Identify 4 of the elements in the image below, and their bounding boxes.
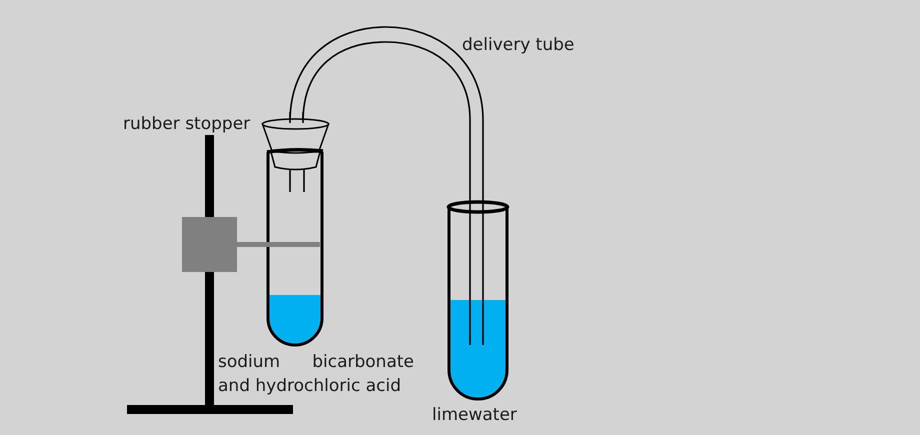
part-label: rubber stopper (123, 113, 250, 136)
part-label: sodium bicarbonate and hydrochloric acid (218, 351, 414, 398)
part-label: limewater (432, 404, 517, 427)
part-label: delivery tube (462, 34, 574, 57)
